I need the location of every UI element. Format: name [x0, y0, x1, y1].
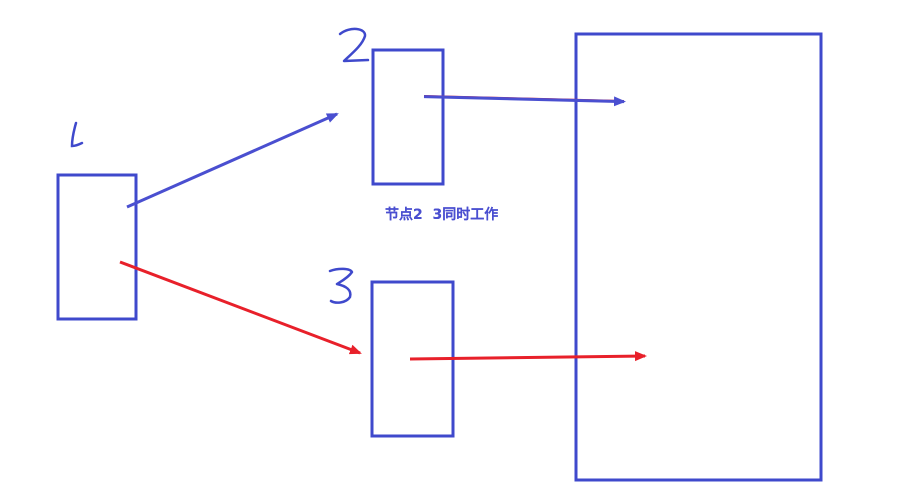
edge-1-2-arrow — [126, 112, 339, 209]
edge-3-target-arrow — [409, 351, 647, 362]
node-3-label — [328, 267, 354, 304]
node-2-box — [371, 48, 445, 186]
edge-2-target-arrow — [423, 95, 626, 107]
edge-1-3-arrow — [119, 260, 362, 355]
node-1-label — [70, 121, 84, 148]
node-2-label — [338, 27, 370, 63]
target-box — [574, 32, 823, 482]
node-1-box — [56, 173, 138, 321]
parallel-work-caption: 节点2 3同时工作 — [385, 207, 499, 223]
